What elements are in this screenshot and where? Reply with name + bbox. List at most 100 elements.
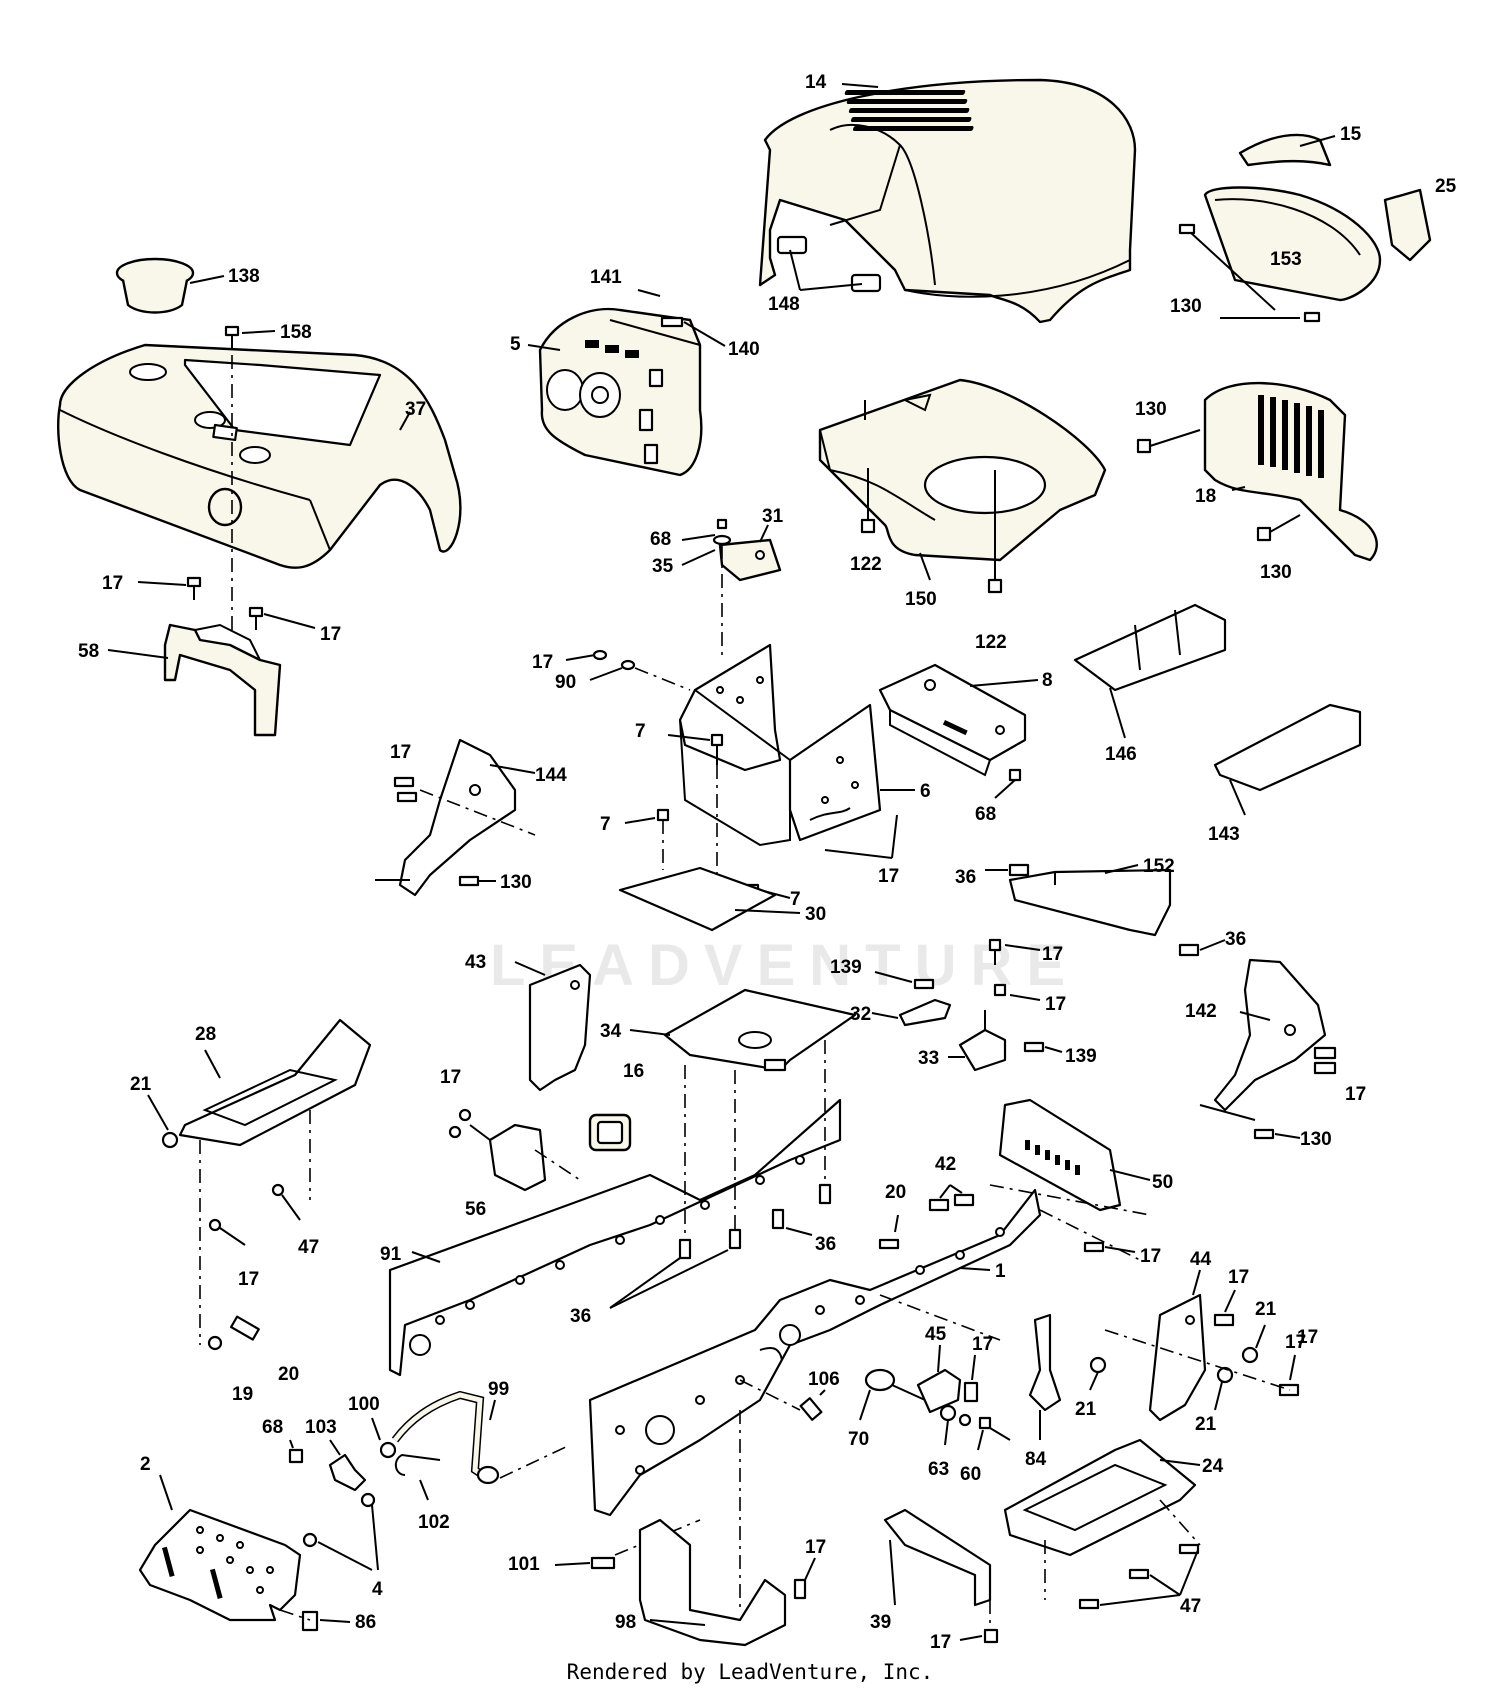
part-143 <box>1213 703 1362 792</box>
frame-part-1 <box>588 1188 1042 1517</box>
label-141: 141 <box>590 267 622 288</box>
label-47-a: 47 <box>298 1237 319 1258</box>
label-25: 25 <box>1435 176 1457 197</box>
bracket-part-8 <box>878 663 1027 777</box>
label-17-d: 17 <box>878 866 899 887</box>
label-21-b: 21 <box>1255 1299 1277 1320</box>
label-17-q: 17 <box>1297 1327 1318 1348</box>
part-33 <box>958 1010 1007 1072</box>
part-56 <box>488 1123 547 1192</box>
label-50: 50 <box>1152 1172 1173 1193</box>
footer-credit: Rendered by LeadVenture, Inc. <box>566 1660 934 1684</box>
label-130-grille-bottom: 130 <box>1260 562 1292 583</box>
label-31: 31 <box>762 506 784 527</box>
shroud-part-150 <box>818 378 1107 562</box>
label-17-n: 17 <box>972 1334 993 1355</box>
frame-part-91 <box>388 1098 842 1377</box>
label-7-c: 7 <box>790 889 801 910</box>
panel-part-6 <box>678 643 882 847</box>
part-16 <box>588 1113 632 1152</box>
label-139-a: 139 <box>830 957 862 978</box>
label-142: 142 <box>1185 1001 1217 1022</box>
label-36-a: 36 <box>955 867 976 888</box>
label-14: 14 <box>805 72 827 93</box>
label-43: 43 <box>465 952 486 973</box>
part-146 <box>1073 603 1227 692</box>
label-30: 30 <box>805 904 826 925</box>
label-21-d: 21 <box>1075 1399 1097 1420</box>
label-8: 8 <box>1042 670 1053 691</box>
part-39 <box>883 1508 992 1607</box>
label-60: 60 <box>960 1464 981 1485</box>
footplate-part-28 <box>178 1018 372 1147</box>
part-50 <box>998 1098 1122 1212</box>
label-17-l: 17 <box>1228 1267 1249 1288</box>
label-32: 32 <box>850 1004 871 1025</box>
label-17-a: 17 <box>102 573 123 594</box>
rod-part-99 <box>391 1390 500 1485</box>
part-98 <box>638 1518 787 1647</box>
label-2: 2 <box>140 1454 151 1475</box>
label-17-o: 17 <box>805 1537 826 1558</box>
label-99: 99 <box>488 1379 509 1400</box>
label-28: 28 <box>195 1024 216 1045</box>
label-33: 33 <box>918 1048 939 1069</box>
label-103: 103 <box>305 1417 337 1438</box>
part-103 <box>328 1453 367 1492</box>
hood-part-14 <box>758 78 1137 324</box>
bracket-part-44 <box>1148 1293 1207 1422</box>
label-106: 106 <box>808 1369 840 1390</box>
part-32 <box>898 998 952 1027</box>
label-122-b: 122 <box>975 632 1007 653</box>
label-24: 24 <box>1202 1456 1224 1477</box>
label-17-p: 17 <box>930 1632 951 1653</box>
label-144: 144 <box>535 765 567 786</box>
label-17-e: 17 <box>390 742 411 763</box>
label-21-c: 21 <box>1195 1414 1217 1435</box>
label-4: 4 <box>372 1579 383 1600</box>
label-100: 100 <box>348 1394 380 1415</box>
label-17-c: 17 <box>532 652 553 673</box>
part-84 <box>1028 1313 1062 1412</box>
plate-part-30 <box>618 866 777 932</box>
label-15: 15 <box>1340 124 1362 145</box>
label-158: 158 <box>280 322 312 343</box>
bracket-part-2 <box>138 1508 302 1622</box>
label-130-grille-top: 130 <box>1135 399 1167 420</box>
label-39: 39 <box>870 1612 891 1633</box>
label-17-h: 17 <box>1345 1084 1366 1105</box>
label-6: 6 <box>920 781 931 802</box>
label-68-b: 68 <box>975 804 996 825</box>
label-130-top: 130 <box>1170 296 1202 317</box>
label-130-left: 130 <box>500 872 532 893</box>
label-44: 44 <box>1190 1249 1212 1270</box>
label-101: 101 <box>508 1554 540 1575</box>
label-130-right: 130 <box>1300 1129 1332 1150</box>
label-98: 98 <box>615 1612 636 1633</box>
label-37: 37 <box>405 399 426 420</box>
label-122-a: 122 <box>850 554 882 575</box>
label-139-b: 139 <box>1065 1046 1097 1067</box>
label-143: 143 <box>1208 824 1240 845</box>
label-36-b: 36 <box>1225 929 1246 950</box>
label-148: 148 <box>768 294 800 315</box>
label-1: 1 <box>995 1261 1006 1282</box>
label-36-d: 36 <box>570 1306 591 1327</box>
label-84: 84 <box>1025 1449 1047 1470</box>
label-7-b: 7 <box>600 814 611 835</box>
label-17-j: 17 <box>440 1067 461 1088</box>
grille-part-18 <box>1203 381 1378 562</box>
label-153: 153 <box>1270 249 1302 270</box>
label-36-c: 36 <box>815 1234 836 1255</box>
label-17-f: 17 <box>1042 944 1063 965</box>
label-5: 5 <box>510 334 521 355</box>
fender-part-37 <box>57 343 462 569</box>
plate-part-34 <box>663 988 857 1072</box>
label-7-a: 7 <box>635 721 646 742</box>
label-68-c: 68 <box>262 1417 283 1438</box>
label-102: 102 <box>418 1512 450 1533</box>
part-43 <box>528 963 592 1092</box>
label-150: 150 <box>905 589 937 610</box>
part-70 <box>864 1368 926 1401</box>
